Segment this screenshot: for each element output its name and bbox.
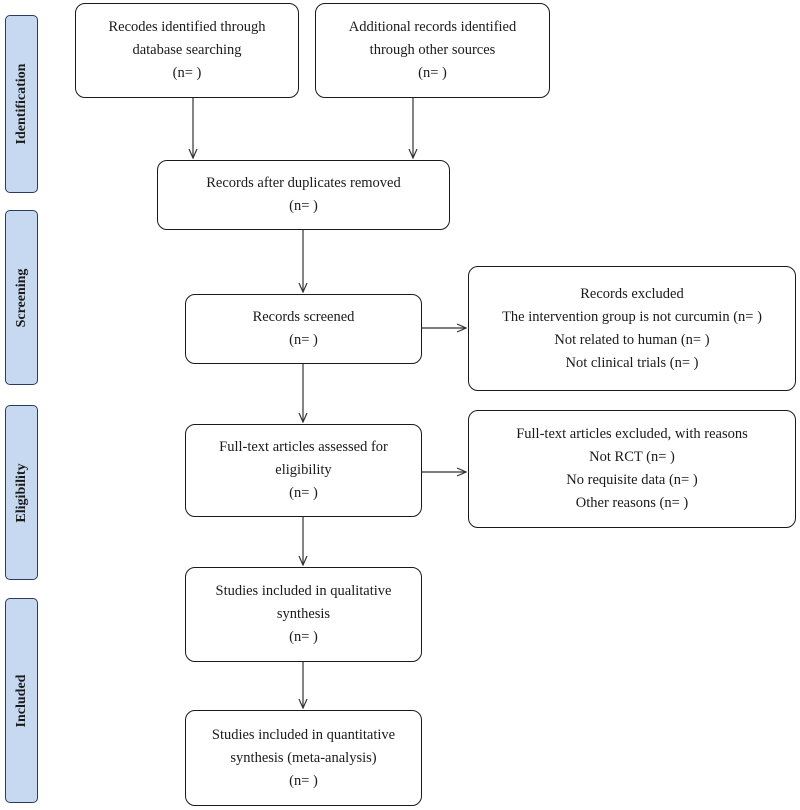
phase-eligibility: Eligibility: [5, 405, 38, 580]
phase-identification: Identification: [5, 15, 38, 193]
box-text-line: Records screened: [252, 309, 355, 325]
box-count: (n= ): [289, 629, 318, 645]
box-text-line: The intervention group is not curcumin (…: [502, 308, 762, 325]
box-count: (n= ): [289, 772, 318, 789]
box-database-searching: Recodes identified through database sear…: [75, 3, 299, 98]
box-text-line: Not clinical trials (n= ): [565, 354, 699, 371]
phase-included: Included: [5, 598, 38, 803]
box-count: (n= ): [289, 485, 318, 501]
box-text-line: synthesis (meta-analysis): [230, 749, 377, 766]
box-text-line: eligibility: [275, 462, 332, 478]
box-text-line: Other reasons (n= ): [575, 495, 689, 511]
box-text-line: Full-text articles excluded, with reason…: [516, 426, 748, 442]
box-qualitative-synthesis: Studies included in qualitative synthesi…: [185, 567, 422, 662]
phase-screening: Screening: [5, 210, 38, 385]
box-count: (n= ): [289, 198, 318, 214]
box-text-line: Records excluded: [580, 285, 684, 302]
box-fulltext-assessed: Full-text articles assessed for eligibil…: [185, 424, 422, 517]
box-text-line: No requisite data (n= ): [566, 472, 698, 488]
box-count: (n= ): [289, 332, 318, 348]
box-records-excluded: Records excluded The intervention group …: [468, 266, 796, 391]
box-count: (n= ): [172, 65, 202, 81]
box-text-line: Not related to human (n= ): [554, 331, 710, 348]
box-text-line: Records after duplicates removed: [206, 175, 401, 191]
box-text-line: synthesis: [276, 606, 331, 622]
box-text-line: Studies included in qualitative: [215, 583, 392, 599]
box-quantitative-synthesis: Studies included in quantitative synthes…: [185, 710, 422, 806]
box-text-line: database searching: [132, 42, 242, 58]
box-other-sources: Additional records identified through ot…: [315, 3, 550, 98]
box-text-line: Not RCT (n= ): [589, 449, 675, 465]
box-duplicates-removed: Records after duplicates removed (n= ): [157, 160, 450, 230]
box-text-line: through other sources: [369, 42, 496, 58]
box-text-line: Additional records identified: [348, 19, 517, 35]
box-fulltext-excluded: Full-text articles excluded, with reason…: [468, 410, 796, 528]
box-text-line: Full-text articles assessed for: [219, 439, 388, 455]
box-count: (n= ): [418, 65, 447, 81]
box-records-screened: Records screened (n= ): [185, 294, 422, 364]
box-text-line: Studies included in quantitative: [211, 726, 396, 743]
box-text-line: Recodes identified through: [108, 19, 266, 35]
